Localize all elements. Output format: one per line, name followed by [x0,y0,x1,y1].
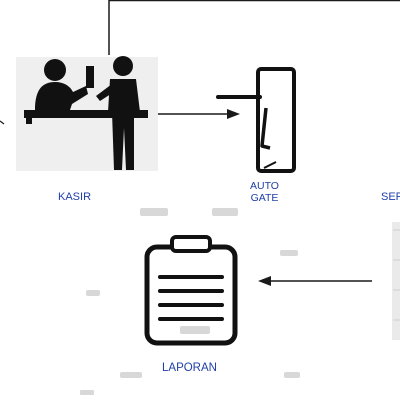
connector-kasir-to-server [108,0,400,55]
cashier-icon [16,56,158,171]
left-edge-connector [0,120,5,125]
auto-gate-label-line2: GATE [250,192,279,204]
auto-gate-label-line1: AUTO [250,180,279,192]
turnstile-gate-icon [216,67,296,173]
arrow-server-to-laporan [258,276,372,286]
server-label: SER [381,191,400,203]
clipboard-icon [144,235,238,346]
watermark-marks [80,208,300,395]
laporan-label: LAPORAN [162,362,217,374]
server-icon [392,222,400,340]
auto-gate-label: AUTO GATE [250,180,279,204]
kasir-label: KASIR [58,191,92,203]
arrow-kasir-to-gate [158,109,240,119]
